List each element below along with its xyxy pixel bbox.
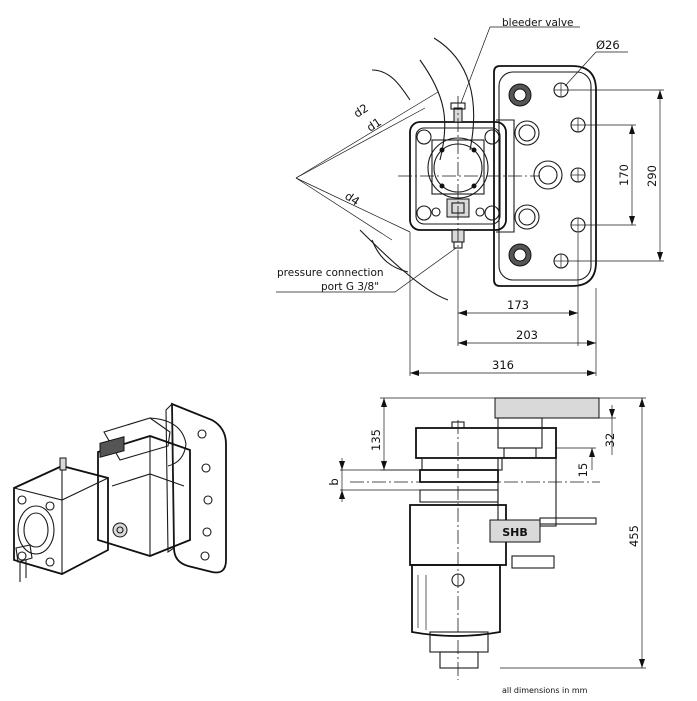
motor-block-bolts <box>416 129 500 221</box>
bleeder-valve-leader <box>460 26 580 104</box>
dia-hole-leader <box>564 51 628 87</box>
upper-housing <box>415 427 557 459</box>
leader-d2 <box>295 91 439 179</box>
dim-15: 15 <box>576 463 590 478</box>
dim-173: 173 <box>507 298 529 312</box>
mounting-holes <box>553 82 586 269</box>
pressure-connection-label-1: pressure connection <box>277 267 384 279</box>
iso-brand-plate <box>99 436 125 458</box>
bleeder-valve-label: bleeder valve <box>502 17 574 29</box>
leader-d4 <box>295 177 411 233</box>
leader-d1 <box>295 107 426 179</box>
brand-label: SHB <box>502 526 528 539</box>
pressure-connection-label-2: port G 3/8" <box>321 281 379 293</box>
dim-203: 203 <box>516 328 538 342</box>
brand-plate <box>489 519 541 543</box>
isometric-view <box>13 402 227 582</box>
motor-end-shaft <box>439 651 479 669</box>
dim-lines-top <box>410 90 663 376</box>
motor-body <box>411 564 501 637</box>
dim-d1: d1 <box>364 115 384 135</box>
piston-section <box>419 469 499 483</box>
leader-d4b <box>295 177 393 241</box>
dim-d2: d2 <box>351 101 371 121</box>
dim-290: 290 <box>645 165 659 187</box>
clamp-arm-profile <box>371 69 411 101</box>
iso-motor-face <box>17 505 55 555</box>
dim-316: 316 <box>492 358 514 372</box>
bracket-arm <box>539 517 597 525</box>
bottom-bolts <box>511 555 555 569</box>
iso-pressure-connection <box>15 544 33 563</box>
dim-135: 135 <box>369 429 383 451</box>
iso-bolt <box>112 522 128 538</box>
iso-flange-plate <box>171 402 227 574</box>
iso-clamp-arm <box>103 417 171 461</box>
dim-lines-side <box>339 398 645 668</box>
units-note: all dimensions in mm <box>502 686 588 695</box>
flange-bolts <box>508 83 563 267</box>
dim-dia-hole: Ø26 <box>596 38 620 52</box>
side-view: SHB <box>327 397 646 695</box>
dim-32: 32 <box>603 433 617 448</box>
iso-motor-block <box>13 465 109 575</box>
flange-plate <box>493 65 597 287</box>
top-view: bleeder valve pressure connection port G… <box>276 17 664 376</box>
dim-b: b <box>327 478 341 485</box>
iso-bleeder-valve <box>59 457 67 471</box>
swing-arc-d4 <box>359 229 449 301</box>
clamp-arm-stem <box>497 417 543 449</box>
clamp-arm-plate <box>494 397 600 419</box>
dim-170: 170 <box>617 164 631 186</box>
dim-d4: d4 <box>342 189 362 209</box>
pressure-connection-leader <box>276 247 457 293</box>
dim-455: 455 <box>627 525 641 547</box>
swing-arc-d2 <box>433 37 475 151</box>
